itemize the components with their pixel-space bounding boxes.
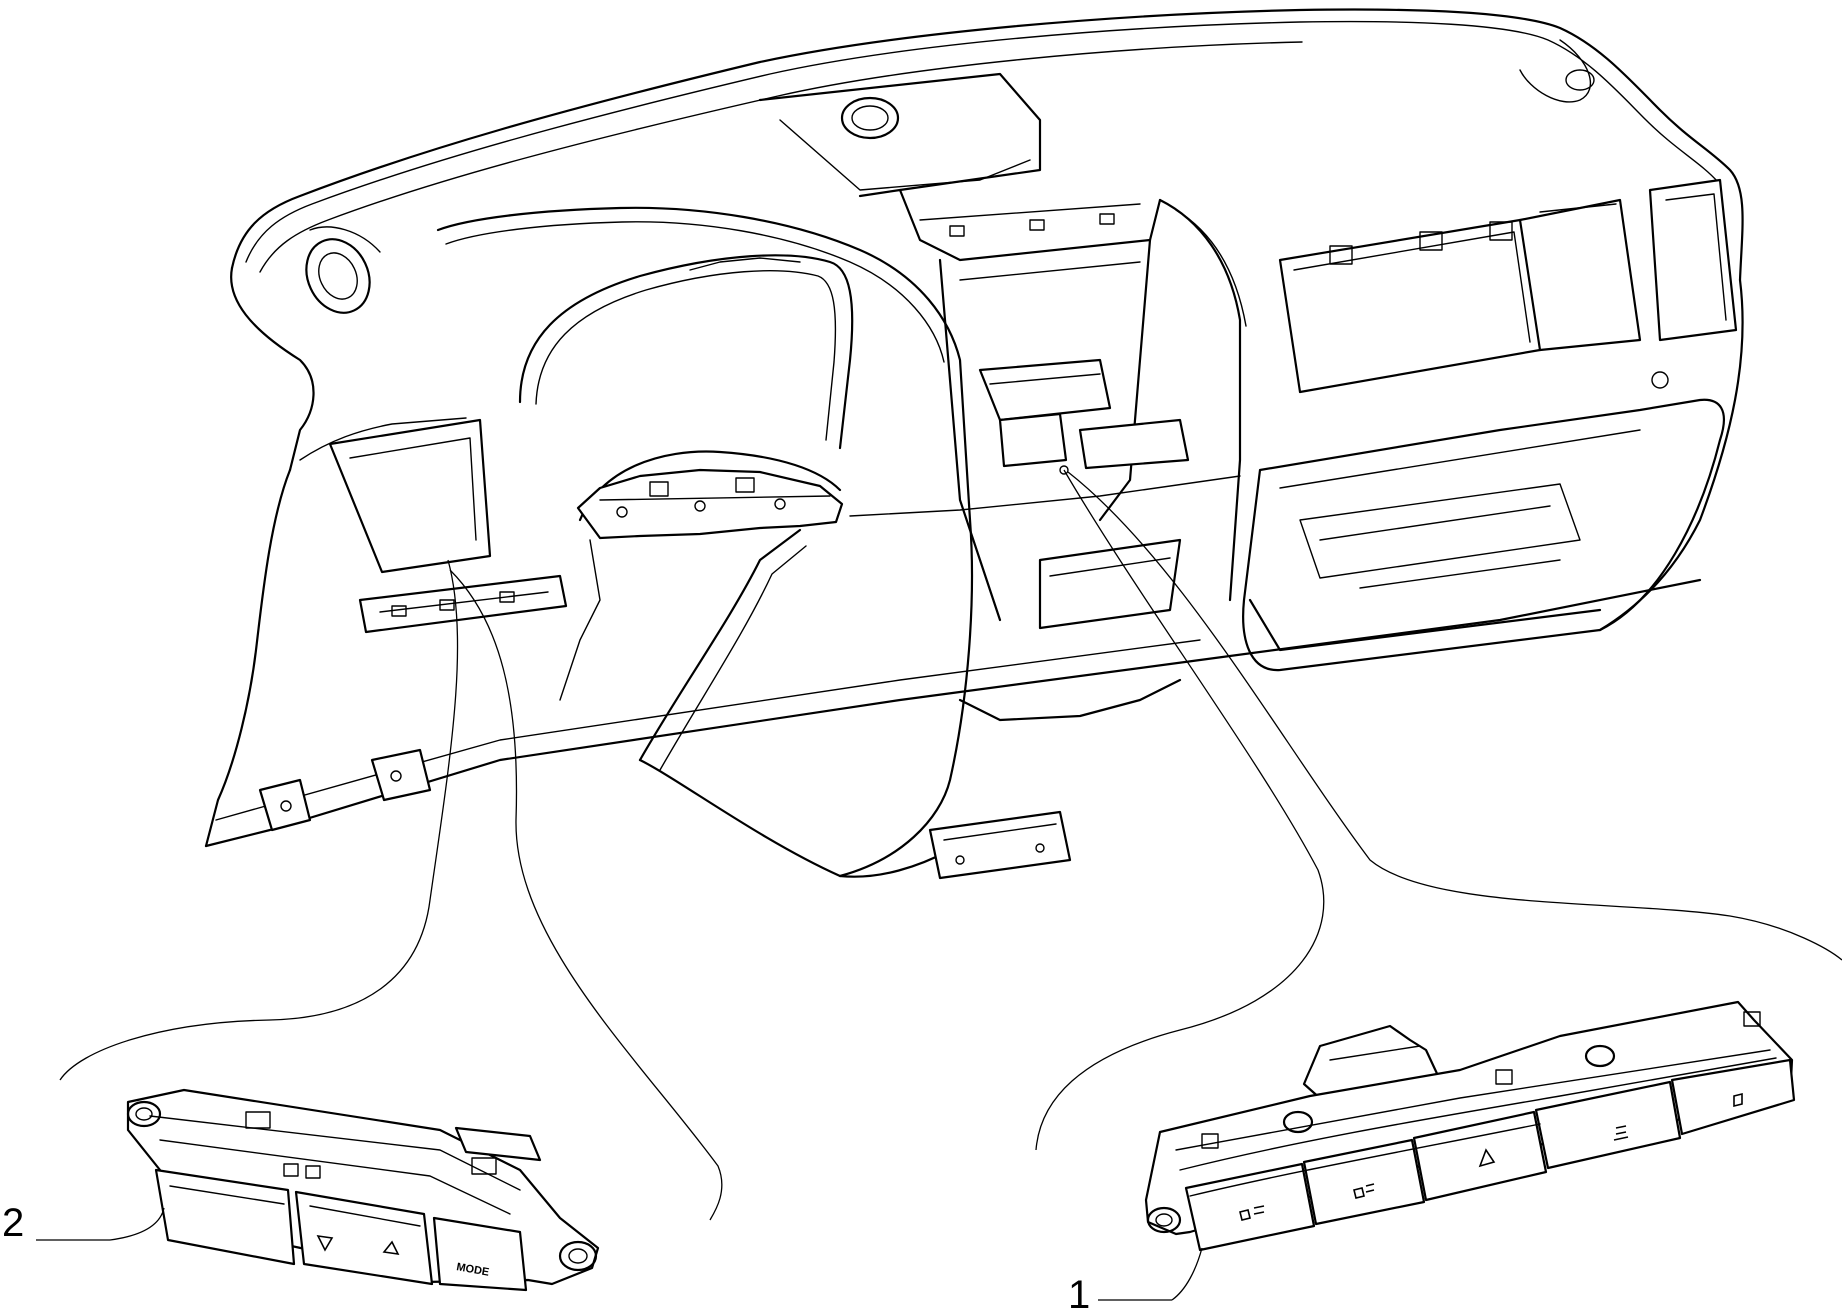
callout-labels: 2 1 bbox=[2, 1201, 1203, 1311]
part1-button-1 bbox=[1184, 1162, 1316, 1252]
callout-1-pointer bbox=[1171, 1247, 1203, 1301]
leader-part2-b bbox=[449, 569, 723, 1221]
callout-label-2: 2 bbox=[2, 1201, 24, 1245]
callout-2-pointer bbox=[109, 1207, 165, 1241]
part1-button-4 bbox=[1534, 1080, 1682, 1170]
part1-button-2 bbox=[1302, 1138, 1426, 1226]
part1-button-3 bbox=[1412, 1110, 1548, 1202]
leader-part1-a bbox=[1035, 469, 1325, 1151]
fog-light-icon bbox=[1353, 1183, 1375, 1199]
hazard-triangle-icon bbox=[1478, 1148, 1496, 1168]
rear-defrost-icon bbox=[1613, 1125, 1629, 1141]
leader-part2-a bbox=[59, 559, 459, 1081]
part1-button-5 bbox=[1670, 1058, 1796, 1136]
part2-button-middle bbox=[294, 1190, 434, 1286]
part2-mode-label: MODE bbox=[455, 1261, 490, 1279]
part2-button-right bbox=[432, 1216, 528, 1292]
part2-button-left bbox=[154, 1168, 296, 1266]
switch-module-part-1 bbox=[1144, 1000, 1796, 1252]
leader-lines bbox=[59, 469, 1842, 1221]
seat-heat-icon bbox=[1733, 1092, 1743, 1108]
triangle-up-icon bbox=[382, 1240, 400, 1256]
callout-label-1: 1 bbox=[1068, 1273, 1090, 1311]
headlight-icon bbox=[1239, 1205, 1265, 1221]
switch-module-part-2: MODE bbox=[126, 1088, 600, 1292]
triangle-down-icon bbox=[316, 1234, 334, 1252]
dashboard-assembly bbox=[204, 8, 1744, 880]
leader-part1-b bbox=[1067, 471, 1842, 961]
